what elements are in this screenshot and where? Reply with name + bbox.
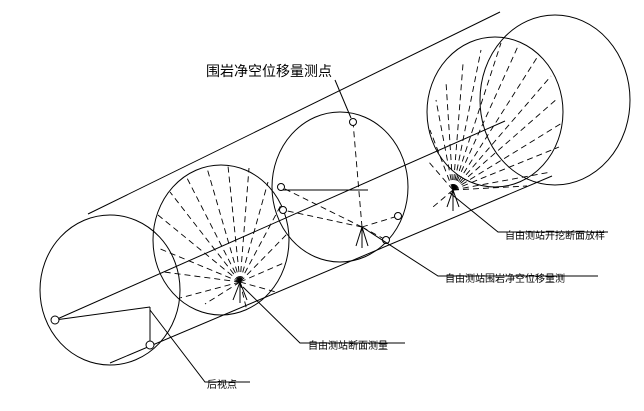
displacement-measurement <box>277 118 402 248</box>
fan-ray <box>169 191 241 283</box>
excavation-setting-out-fan <box>427 42 563 211</box>
backsight-point <box>50 315 60 325</box>
tunnel-axis-line <box>54 120 506 321</box>
cross-sections <box>152 36 564 316</box>
fan-ray <box>227 165 241 283</box>
fan-ray <box>204 281 241 305</box>
fan-ray <box>157 214 241 283</box>
tunnel-rear-section <box>479 14 631 186</box>
fan-ray <box>452 97 559 191</box>
fan-ray <box>239 281 277 293</box>
measure-line <box>280 186 363 228</box>
monitoring-point <box>277 183 285 191</box>
labels: 围岩净空位移量测点 自由测站开挖断面放样 自由测站围岩净空位移量测 自由测站断面… <box>206 64 605 391</box>
fan-ray <box>429 129 454 191</box>
tunnel-outline <box>39 11 631 366</box>
fan-ray <box>239 204 282 283</box>
label-bottom-left: 后视点 <box>207 378 237 391</box>
leader-right-middle <box>361 226 598 277</box>
fan-ray <box>427 160 454 191</box>
section-circle-1 <box>152 164 290 316</box>
backsight-point <box>145 340 155 350</box>
fan-ray <box>452 171 552 191</box>
label-top: 围岩净空位移量测点 <box>206 64 332 80</box>
label-right-upper: 自由测站开挖断面放样 <box>505 229 605 242</box>
monitoring-point <box>349 118 357 126</box>
backsight-baseline <box>54 306 151 321</box>
fan-ray <box>239 281 248 312</box>
measure-line <box>352 121 363 228</box>
monitoring-point <box>394 212 402 220</box>
monitoring-point <box>279 206 287 214</box>
fan-ray <box>239 167 250 283</box>
fan-ray <box>239 261 287 283</box>
instrument-tripod-2 <box>355 226 369 248</box>
leader-bottom-center <box>242 286 405 344</box>
fan-ray <box>206 167 241 283</box>
tunnel-front-section <box>39 214 181 366</box>
fan-ray <box>179 281 241 299</box>
fan-ray <box>239 181 269 283</box>
fan-ray <box>452 63 464 191</box>
tunnel-bottom-line <box>109 175 553 364</box>
fan-ray <box>445 81 454 191</box>
fan-ray <box>163 271 241 283</box>
fan-ray <box>452 55 539 191</box>
leader-bottom-left <box>149 309 250 383</box>
fan-ray <box>452 146 560 191</box>
measure-line <box>282 209 363 228</box>
leader-lines <box>149 79 608 383</box>
fan-ray <box>452 49 482 191</box>
section-survey-fan <box>157 165 288 312</box>
leader-right-upper <box>449 192 608 233</box>
fan-ray <box>157 247 241 283</box>
fan-ray <box>452 75 552 191</box>
section-circle-3 <box>426 36 564 188</box>
label-right-middle: 自由测站围岩净空位移量测 <box>445 272 565 285</box>
backsight-points <box>50 307 155 350</box>
section-circle-2 <box>271 111 409 263</box>
fan-ray <box>186 177 241 283</box>
fan-ray <box>435 99 454 191</box>
measure-line <box>361 215 399 228</box>
fan-ray <box>452 43 520 191</box>
fan-ray <box>452 185 528 191</box>
instrument-tripod-1 <box>232 281 248 303</box>
fan-ray <box>239 233 288 283</box>
fan-ray <box>432 189 454 208</box>
fan-ray <box>452 122 563 191</box>
label-bottom-center: 自由测站断面测量 <box>308 339 388 352</box>
fan-ray <box>452 42 502 191</box>
leader-top <box>334 79 352 119</box>
tunnel-top-line <box>87 11 501 215</box>
